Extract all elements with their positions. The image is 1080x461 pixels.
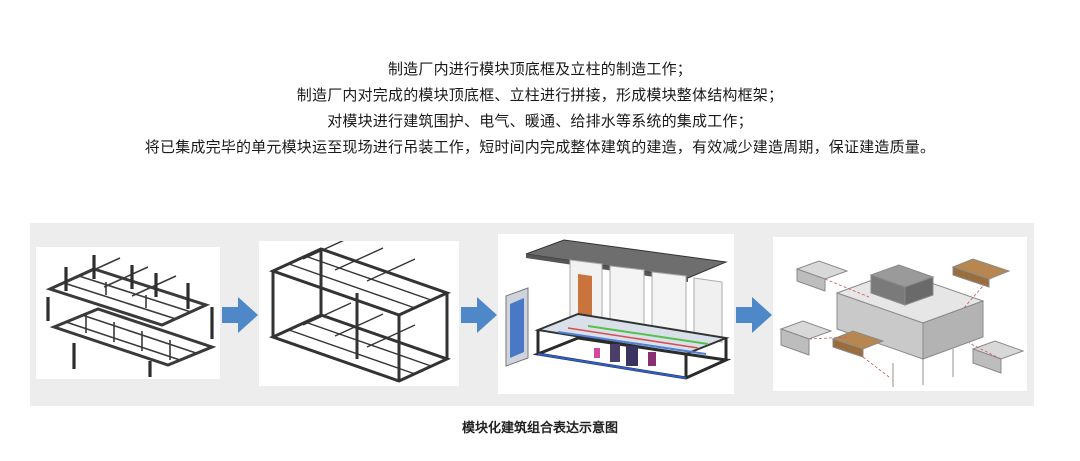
- panel-frame-parts: [36, 247, 220, 379]
- assembled-frame-icon: [268, 241, 452, 383]
- right-arrow-icon: [222, 297, 258, 333]
- exploded-frame-icon: [45, 255, 217, 377]
- description-line: 对模块进行建筑围护、电气、暖通、给排水等系统的集成工作；: [327, 112, 753, 130]
- figure-caption: 模块化建筑组合表达示意图: [461, 421, 618, 436]
- panel-assembled-frame: [259, 241, 459, 386]
- integrated-module-icon: [505, 239, 732, 380]
- right-arrow-icon: [461, 297, 497, 333]
- description-line: 制造厂内对完成的模块顶底框、立柱进行拼接，形成模块整体结构框架；: [296, 86, 784, 104]
- process-strip: [30, 223, 1034, 406]
- right-arrow-icon: [736, 297, 772, 333]
- building-assembly-icon: [779, 258, 1025, 387]
- panel-integrated-module: [498, 234, 734, 394]
- description-line: 将已集成完毕的单元模块运至现场进行吊装工作，短时间内完成整体建筑的建造，有效减少…: [144, 138, 936, 156]
- description-text: 制造厂内进行模块顶底框及立柱的制造工作； 制造厂内对完成的模块顶底框、立柱进行拼…: [0, 56, 1080, 160]
- panel-building-assembly: [773, 237, 1027, 391]
- description-line: 制造厂内进行模块顶底框及立柱的制造工作；: [387, 60, 692, 78]
